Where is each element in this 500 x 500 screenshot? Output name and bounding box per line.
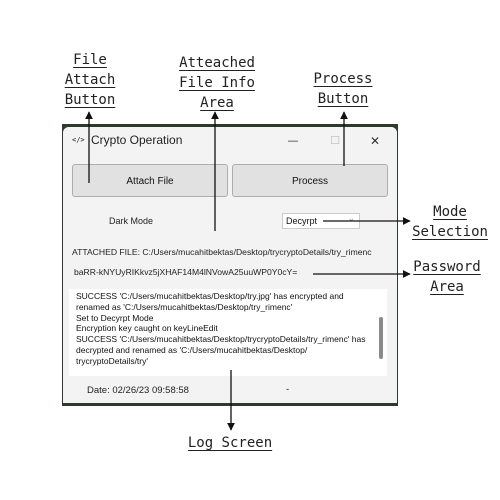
status-right-text: - (286, 384, 290, 395)
log-scrollbar[interactable] (379, 317, 383, 359)
chevron-down-icon: ⌄ (347, 214, 355, 224)
mode-select-value: Decyrpt (286, 216, 318, 226)
maximize-button[interactable]: ☐ (330, 134, 340, 147)
app-window-frame: </> Crypto Operation — ☐ ✕ Attach File P… (62, 124, 398, 406)
password-annotation: Password Area (405, 257, 489, 297)
process-annotation-line-2: Button (317, 91, 369, 107)
mode-annotation-line-1: Mode (433, 204, 467, 220)
file-attach-annotation-line-1: File (73, 52, 107, 68)
mode-annotation-line-2: Selection (412, 224, 488, 240)
log-annotation: Log Screen (180, 433, 280, 453)
log-screen[interactable]: SUCCESS 'C:/Users/mucahitbektas/Desktop/… (69, 289, 387, 376)
close-button[interactable]: ✕ (369, 134, 381, 148)
window-title: Crypto Operation (91, 133, 183, 147)
file-attach-annotation: File Attach Button (56, 50, 124, 110)
minimize-button[interactable]: — (287, 134, 299, 147)
process-annotation-line-1: Process (313, 71, 373, 87)
file-info-annotation-line-1: Atteached (179, 55, 255, 71)
mode-annotation: Mode Selection (408, 202, 492, 242)
password-field[interactable]: baRR-kNYUyRIKkvz5jXHAF14M4lNVowA25uuWP0Y… (74, 267, 298, 277)
log-annotation-line-1: Log Screen (187, 435, 273, 451)
password-annotation-line-2: Area (430, 279, 464, 295)
file-attach-annotation-line-3: Button (64, 92, 116, 108)
app-window: </> Crypto Operation — ☐ ✕ Attach File P… (63, 127, 397, 403)
process-button[interactable]: Process (232, 164, 388, 197)
dark-mode-label: Dark Mode (109, 216, 154, 226)
attach-file-button[interactable]: Attach File (72, 164, 228, 197)
status-date: Date: 02/26/23 09:58:58 (87, 385, 189, 396)
log-text: SUCCESS 'C:/Users/mucahitbektas/Desktop/… (76, 291, 366, 366)
attached-file-info: ATTACHED FILE: C:/Users/mucahitbektas/De… (72, 247, 372, 257)
file-info-annotation: Atteached File Info Area (165, 53, 269, 113)
mode-select[interactable]: Decyrpt ⌄ (282, 213, 360, 229)
title-bar[interactable]: </> Crypto Operation — ☐ ✕ (63, 127, 397, 157)
password-annotation-line-1: Password (413, 259, 481, 275)
code-icon: </> (72, 136, 85, 144)
file-info-annotation-line-3: Area (200, 95, 234, 111)
status-bar: Date: 02/26/23 09:58:58 - (63, 379, 397, 403)
file-attach-annotation-line-2: Attach (64, 72, 116, 88)
file-info-annotation-line-2: File Info (179, 75, 255, 91)
process-annotation: Process Button (303, 69, 383, 109)
